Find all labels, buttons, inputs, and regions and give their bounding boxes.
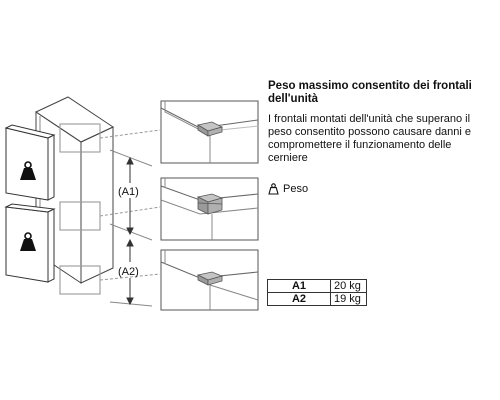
weight-icon <box>268 183 279 195</box>
heading-line-2: dell'unità <box>268 93 319 105</box>
legend: Peso <box>268 183 308 195</box>
hinge-detail-top <box>160 100 259 164</box>
dimension-a2 <box>109 238 153 307</box>
weights-table: A1 20 kg A2 19 kg <box>267 279 367 306</box>
hinge-box-top <box>59 123 101 153</box>
dimension-a1 <box>109 149 153 241</box>
description-line: cerniere <box>268 152 308 164</box>
description-text: I frontali montati dell'unità che supera… <box>268 113 493 165</box>
dimension-label-a2: (A2) <box>118 266 139 278</box>
description-line: peso consentito possono causare danni e <box>268 126 472 138</box>
table-cell-value: 20 kg <box>330 279 367 293</box>
table-cell-key: A1 <box>267 279 331 293</box>
description-line: I frontali montati dell'unità che supera… <box>268 113 471 125</box>
description-line: compromettere il funzionamento delle <box>268 139 452 151</box>
hinge-box-bottom <box>59 265 101 295</box>
weight-icon <box>20 161 36 180</box>
hinge-box-middle <box>59 201 101 231</box>
hinge-detail-bottom <box>160 249 259 311</box>
hinge-illustration: (A1) (A2) <box>4 96 259 311</box>
table-row: A1 20 kg <box>267 279 367 293</box>
dimension-label-a1: (A1) <box>118 186 139 198</box>
table-cell-key: A2 <box>267 292 331 306</box>
hinge-detail-middle <box>160 177 259 241</box>
legend-label: Peso <box>283 183 309 195</box>
table-row: A2 19 kg <box>267 292 367 306</box>
upper-door <box>4 124 56 201</box>
section-heading: Peso massimo consentito dei frontali del… <box>268 80 493 106</box>
weight-icon <box>20 232 36 251</box>
heading-line-1: Peso massimo consentito dei frontali <box>268 80 472 92</box>
table-cell-value: 19 kg <box>330 292 367 306</box>
